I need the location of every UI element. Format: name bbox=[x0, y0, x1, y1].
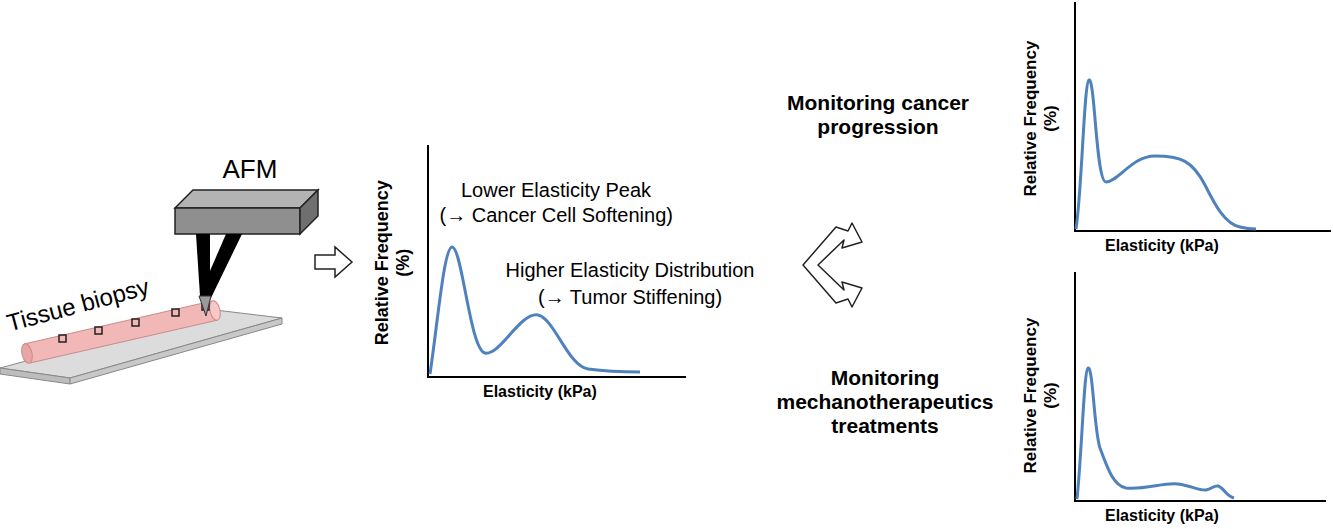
flow-arrow bbox=[315, 247, 352, 277]
panel-heading: Monitoring mechanotherapeutics treatment… bbox=[773, 366, 998, 438]
afm-tip bbox=[199, 296, 211, 316]
afm-head-front bbox=[175, 208, 300, 234]
axis-label: Elasticity (kPa) bbox=[483, 383, 597, 401]
slide-front bbox=[0, 368, 70, 384]
tissue-end bbox=[208, 300, 222, 322]
axis-label: Elasticity (kPa) bbox=[1105, 507, 1219, 525]
afm-head-top bbox=[175, 190, 318, 208]
annotation: Lower Elasticity Peak bbox=[461, 179, 651, 202]
tissue-end bbox=[20, 343, 34, 365]
annotation: (→ Cancer Cell Softening) bbox=[440, 204, 673, 227]
chart-axes bbox=[1074, 272, 1326, 501]
panel-heading: Monitoring cancer progression bbox=[776, 91, 981, 139]
axis-label: Relative Frequency (%) bbox=[371, 170, 412, 355]
chart-axes bbox=[1074, 2, 1331, 231]
split-arrow bbox=[803, 223, 862, 307]
axis-label: Elasticity (kPa) bbox=[1105, 237, 1219, 255]
axis-label: Relative Frequency (%) bbox=[1020, 303, 1059, 488]
annotation: (→ Tumor Stiffening) bbox=[538, 286, 722, 309]
cantilever bbox=[200, 234, 242, 300]
distribution-curve bbox=[1076, 80, 1256, 229]
annotation: Higher Elasticity Distribution bbox=[506, 259, 755, 282]
distribution-curve bbox=[1077, 368, 1234, 499]
instrument-label: AFM bbox=[223, 155, 278, 185]
axis-label: Relative Frequency (%) bbox=[1020, 26, 1059, 211]
afm-head-side bbox=[300, 190, 318, 234]
